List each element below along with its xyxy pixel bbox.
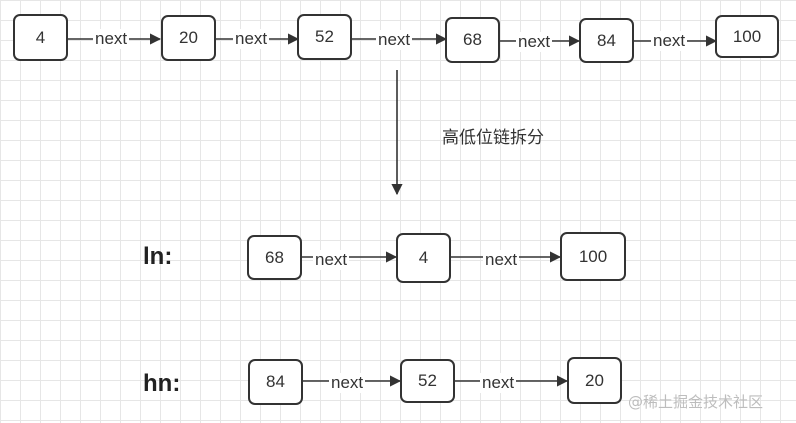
hn-edge-label-2: next [480,373,517,393]
ln-node-68: 68 [247,235,302,280]
node-4: 4 [13,14,68,61]
ln-edge-label-1: next [313,250,350,270]
edge-label-68-84: next [516,32,553,52]
split-caption: 高低位链拆分 [442,128,544,148]
hn-row-label: hn: [143,370,181,397]
node-84: 84 [579,18,634,63]
edge-label-84-100: next [651,31,688,51]
node-20: 20 [161,15,216,61]
node-100: 100 [715,15,779,58]
node-52: 52 [297,14,352,60]
hn-node-84: 84 [248,359,303,405]
hn-node-20: 20 [567,357,622,404]
hn-edge-label-1: next [329,373,366,393]
edge-label-52-68: next [376,30,413,50]
ln-row-label: ln: [143,243,173,270]
ln-node-4: 4 [396,233,451,283]
hn-node-52: 52 [400,359,455,403]
edge-label-4-20: next [93,29,130,49]
ln-node-100: 100 [560,232,626,281]
edge-label-20-52: next [233,29,270,49]
watermark: @稀土掘金技术社区 [628,393,764,411]
node-68: 68 [445,17,500,63]
ln-edge-label-2: next [483,250,520,270]
